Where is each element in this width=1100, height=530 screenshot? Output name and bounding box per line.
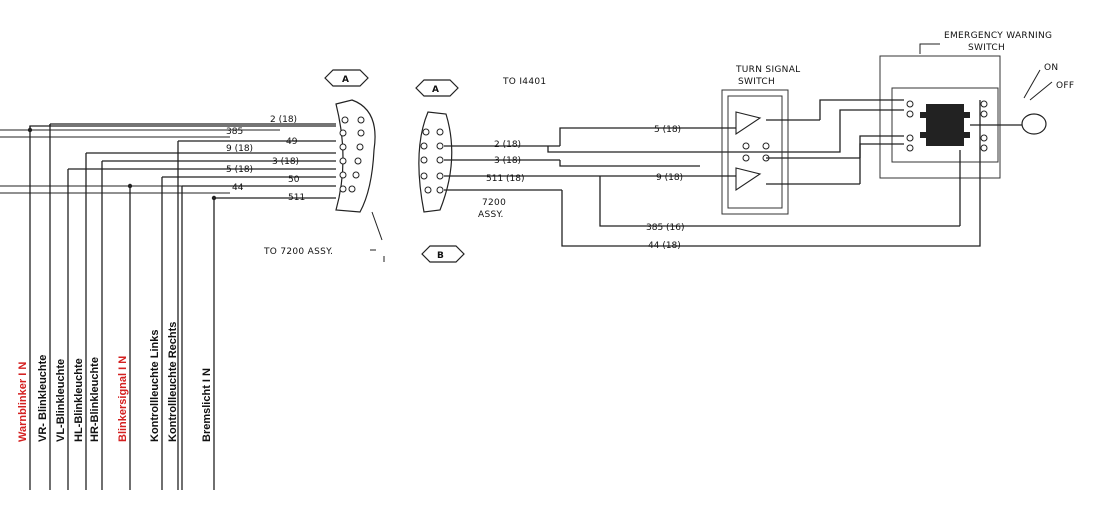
label-warnblinker: Warnblinker I N [17, 362, 29, 442]
label-bremslicht: Bremslicht I N [201, 368, 213, 442]
label-hr-blinkleuchte: HR-Blinkleuchte [89, 357, 101, 442]
wire-label: 385 (16) [646, 223, 685, 233]
wire-label: 44 (18) [648, 241, 681, 251]
vertical-drops [27, 124, 217, 490]
wire-label: 2 (18) [270, 115, 297, 125]
label-blinkersignal: Blinkersignal I N [117, 356, 129, 442]
label-kontrollleuchte-links: Kontrollleuchte Links [149, 330, 161, 442]
connector-a-pins [339, 116, 365, 193]
vertical-labels: Warnblinker I N VR- Blinkleuchte VL-Blin… [17, 322, 213, 442]
assy-7200-line2: ASSY. [478, 210, 504, 220]
emergency-title2: SWITCH [968, 43, 1005, 53]
wire-label: 5 (18) [226, 165, 253, 175]
label-hl-blinkleuchte: HL-Blinkleuchte [73, 358, 85, 442]
connector-a2-label: A [432, 85, 439, 95]
left-wire-labels: 2 (18) 385 49 9 (18) 3 (18) 5 (18) 50 44… [226, 115, 305, 203]
connector-a-right: A B 7200 ASSY. TO I4401 [415, 77, 546, 263]
wire-label: 511 (18) [486, 174, 525, 184]
wire-label: 50 [288, 175, 300, 185]
label-vl-blinkleuchte: VL-Blinkleuchte [55, 359, 67, 442]
right-wire-labels: 5 (18) 9 (18) 385 (16) 44 (18) [646, 125, 685, 251]
on-label: ON [1044, 63, 1058, 73]
wire-label: 9 (18) [656, 173, 683, 183]
emergency-title1: EMERGENCY WARNING [944, 31, 1052, 41]
wire-label: 44 [232, 183, 244, 193]
left-harness [0, 123, 336, 199]
turn-signal-title1: TURN SIGNAL [735, 65, 800, 75]
off-label: OFF [1056, 81, 1074, 91]
wire-label: 511 [288, 193, 305, 203]
turn-signal-switch: TURN SIGNAL SWITCH [700, 65, 860, 215]
to-7200-assy-label: TO 7200 ASSY. [263, 247, 333, 257]
wire-label: 49 [286, 137, 298, 147]
connector-a2-pins [420, 128, 444, 194]
wire-label: 3 (18) [494, 156, 521, 166]
wire-label: 2 (18) [494, 140, 521, 150]
middle-wires: 2 (18) 3 (18) 511 (18) [444, 100, 981, 247]
connector-b-label: B [437, 251, 444, 261]
wire-label: 3 (18) [272, 157, 299, 167]
wire-label: 9 (18) [226, 144, 253, 154]
emergency-warning-switch: EMERGENCY WARNING SWITCH ON OFF [819, 31, 1074, 226]
wire-label: 5 (18) [654, 125, 681, 135]
to-14401-label: TO I4401 [502, 77, 546, 87]
assy-7200-line1: 7200 [482, 198, 506, 208]
label-kontrollleuchte-rechts: Kontrollleuchte Rechts [167, 322, 179, 442]
connector-a-label: A [342, 75, 349, 85]
turn-signal-title2: SWITCH [738, 77, 775, 87]
wire-label: 385 [226, 127, 243, 137]
connector-a-left: A TO 7200 ASSY. [263, 69, 385, 262]
label-vr-blinkleuchte: VR- Blinkleuchte [37, 355, 49, 442]
